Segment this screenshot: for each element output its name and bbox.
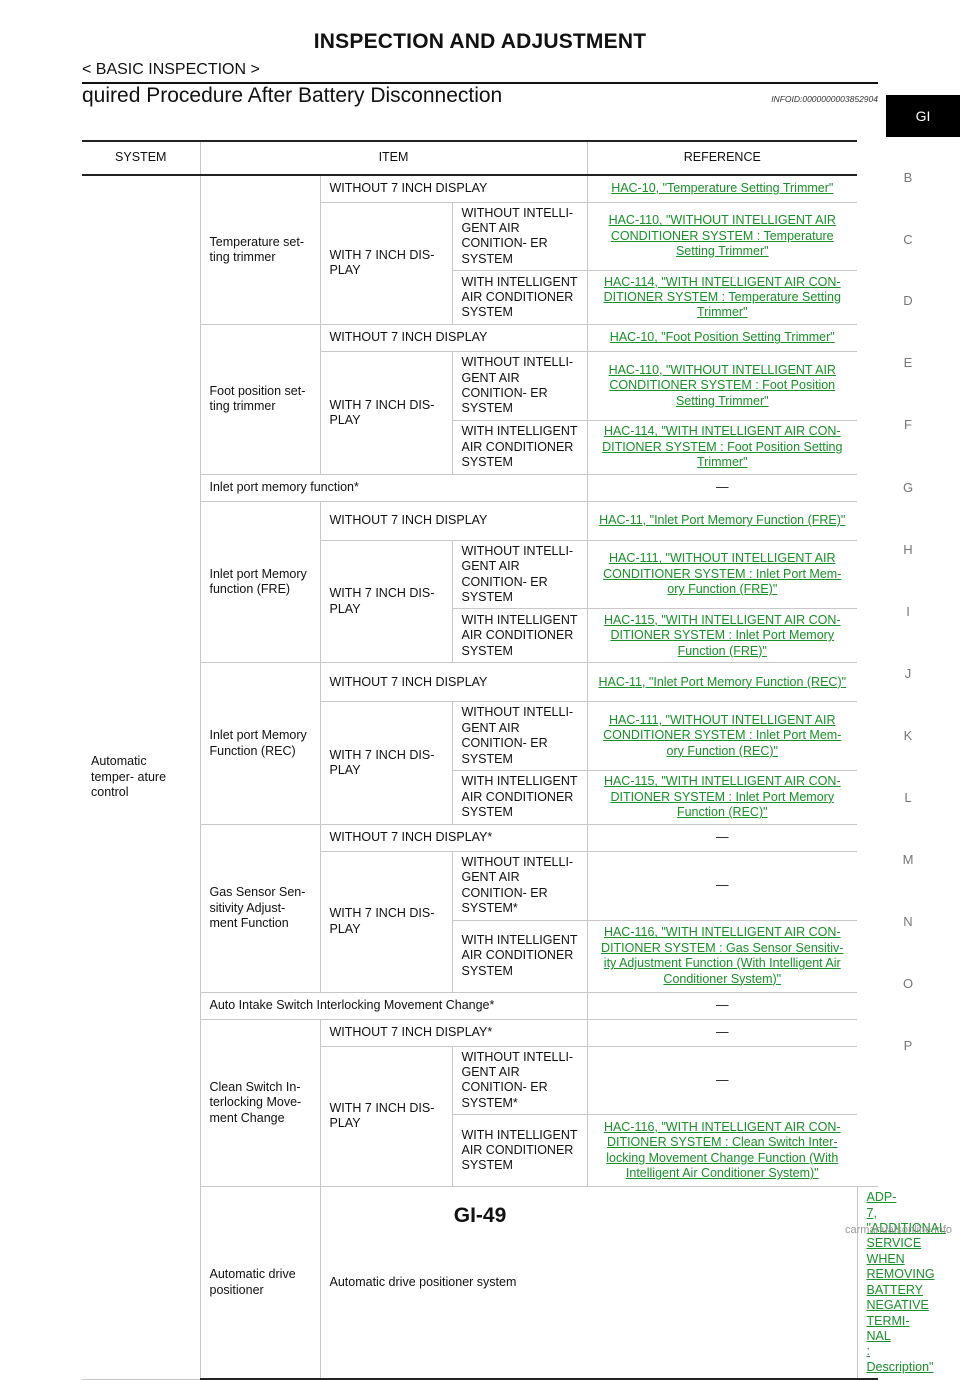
subitem-without-7inch: WITHOUT 7 INCH DISPLAY xyxy=(319,324,588,353)
reference-link[interactable]: HAC-10, "Foot Position Setting Trimmer" xyxy=(586,324,858,353)
info-id: INFOID:0000000003852904 xyxy=(771,94,878,104)
header-divider xyxy=(82,82,878,84)
subitem-without-7inch: WITHOUT 7 INCH DISPLAY xyxy=(319,500,588,541)
subitem-with-7inch: WITH 7 INCH DIS- PLAY xyxy=(320,701,453,825)
subitem-with-intelligent-air: WITH INTELLIGENT AIR CONDITIONER SYSTEM xyxy=(452,270,588,326)
item-temperature-trimmer: Temperature set- ting trimmer xyxy=(199,174,321,326)
page-number: GI-49 xyxy=(453,1204,507,1227)
index-letter[interactable]: F xyxy=(904,417,912,432)
system-cell-atc: Automatic temper- ature control xyxy=(82,174,201,1380)
subitem-without-7inch: WITHOUT 7 INCH DISPLAY* xyxy=(319,1018,588,1047)
subitem-with-intelligent-air: WITH INTELLIGENT AIR CONDITIONER SYSTEM xyxy=(452,608,588,664)
reference-none: — xyxy=(586,473,858,502)
index-letter[interactable]: C xyxy=(903,232,913,247)
reference-link[interactable]: HAC-114, "WITH INTELLIGENT AIR CON- DITI… xyxy=(586,270,858,326)
reference-link[interactable]: HAC-11, "Inlet Port Memory Function (FRE… xyxy=(586,500,858,541)
subitem-without-intelligent-air: WITHOUT INTELLI- GENT AIR CONITION- ER S… xyxy=(451,201,588,272)
subitem-without-intelligent-air: WITHOUT INTELLI- GENT AIR CONITION- ER S… xyxy=(451,851,588,921)
item-foot-position-trimmer: Foot position set- ting trimmer xyxy=(200,324,321,475)
subitem-without-intelligent-air: WITHOUT INTELLI- GENT AIR CONITION- ER S… xyxy=(451,1045,588,1116)
subitem-with-7inch: WITH 7 INCH DIS- PLAY xyxy=(320,201,453,326)
index-letter[interactable]: G xyxy=(902,480,914,495)
breadcrumb: < BASIC INSPECTION > xyxy=(82,61,260,78)
index-letter[interactable]: H xyxy=(903,542,913,557)
section-tab-gi[interactable]: GI xyxy=(886,95,960,137)
reference-none: — xyxy=(586,991,858,1020)
reference-none: — xyxy=(586,851,858,921)
col-header-item: ITEM xyxy=(199,140,588,176)
col-header-system: SYSTEM xyxy=(82,140,201,176)
index-letter[interactable]: K xyxy=(903,728,913,743)
index-letter[interactable]: N xyxy=(903,914,913,929)
subitem-with-intelligent-air: WITH INTELLIGENT AIR CONDITIONER SYSTEM xyxy=(452,419,588,475)
subitem-without-7inch: WITHOUT 7 INCH DISPLAY* xyxy=(319,824,588,852)
reference-link[interactable]: HAC-115, "WITH INTELLIGENT AIR CON- DITI… xyxy=(586,608,858,664)
reference-link[interactable]: HAC-110, "WITHOUT INTELLIGENT AIR CONDIT… xyxy=(586,351,858,421)
reference-link[interactable]: HAC-110, "WITHOUT INTELLIGENT AIR CONDIT… xyxy=(586,201,858,272)
reference-link[interactable]: HAC-10, "Temperature Setting Trimmer" xyxy=(586,174,858,203)
reference-link[interactable]: HAC-114, "WITH INTELLIGENT AIR CON- DITI… xyxy=(586,419,858,475)
col-header-reference: REFERENCE xyxy=(586,140,858,176)
watermark: carmanualsonline.info xyxy=(844,1224,952,1236)
subitem-with-intelligent-air: WITH INTELLIGENT AIR CONDITIONER SYSTEM xyxy=(452,919,588,993)
section-title: quired Procedure After Battery Disconnec… xyxy=(82,84,503,107)
index-letter[interactable]: M xyxy=(902,852,914,867)
reference-link[interactable]: HAC-111, "WITHOUT INTELLIGENT AIR CONDIT… xyxy=(586,539,858,610)
index-letter[interactable]: D xyxy=(903,293,913,308)
subitem-with-7inch: WITH 7 INCH DIS- PLAY xyxy=(320,851,453,993)
subitem-without-7inch: WITHOUT 7 INCH DISPLAY xyxy=(319,174,588,203)
subitem-without-intelligent-air: WITHOUT INTELLI- GENT AIR CONITION- ER S… xyxy=(451,539,588,610)
item-auto-intake-switch: Auto Intake Switch Interlocking Movement… xyxy=(200,991,588,1020)
procedure-table: SYSTEM ITEM REFERENCE Automatic temper- … xyxy=(82,140,946,1380)
item-gas-sensor-sensitivity: Gas Sensor Sen- sitivity Adjust- ment Fu… xyxy=(200,824,321,993)
index-letter[interactable]: E xyxy=(903,355,913,370)
reference-link[interactable]: HAC-11, "Inlet Port Memory Function (REC… xyxy=(586,662,858,703)
subitem-with-7inch: WITH 7 INCH DIS- PLAY xyxy=(320,1045,453,1188)
index-letter[interactable]: I xyxy=(906,604,910,619)
subitem-with-intelligent-air: WITH INTELLIGENT AIR CONDITIONER SYSTEM xyxy=(452,770,588,825)
index-letter[interactable]: B xyxy=(903,170,913,185)
item-inlet-port-memory: Inlet port memory function* xyxy=(200,473,588,502)
item-clean-switch: Clean Switch In- terlocking Move- ment C… xyxy=(200,1018,321,1188)
subitem-without-intelligent-air: WITHOUT INTELLI- GENT AIR CONITION- ER S… xyxy=(451,351,588,421)
index-letter[interactable]: J xyxy=(904,666,912,681)
subitem-with-intelligent-air: WITH INTELLIGENT AIR CONDITIONER SYSTEM xyxy=(452,1114,588,1188)
reference-none: — xyxy=(586,824,858,852)
reference-link[interactable]: HAC-116, "WITH INTELLIGENT AIR CON- DITI… xyxy=(586,919,858,993)
reference-none: — xyxy=(586,1045,858,1116)
reference-none: — xyxy=(586,1018,858,1047)
reference-link[interactable]: HAC-115, "WITH INTELLIGENT AIR CON- DITI… xyxy=(586,770,858,825)
reference-link[interactable]: HAC-116, "WITH INTELLIGENT AIR CON- DITI… xyxy=(586,1114,858,1188)
subitem-without-7inch: WITHOUT 7 INCH DISPLAY xyxy=(319,662,588,703)
index-letter[interactable]: O xyxy=(902,976,914,991)
reference-link[interactable]: HAC-111, "WITHOUT INTELLIGENT AIR CONDIT… xyxy=(586,701,858,771)
index-letter[interactable]: P xyxy=(903,1038,913,1053)
subitem-without-intelligent-air: WITHOUT INTELLI- GENT AIR CONITION- ER S… xyxy=(451,701,588,771)
index-letter[interactable]: L xyxy=(904,790,912,805)
item-inlet-memory-fre: Inlet port Memory function (FRE) xyxy=(200,500,321,664)
subitem-with-7inch: WITH 7 INCH DIS- PLAY xyxy=(320,539,453,664)
page-header-title: INSPECTION AND ADJUSTMENT xyxy=(313,30,647,53)
item-inlet-memory-rec: Inlet port Memory Function (REC) xyxy=(200,662,321,825)
subitem-with-7inch: WITH 7 INCH DIS- PLAY xyxy=(320,351,453,475)
